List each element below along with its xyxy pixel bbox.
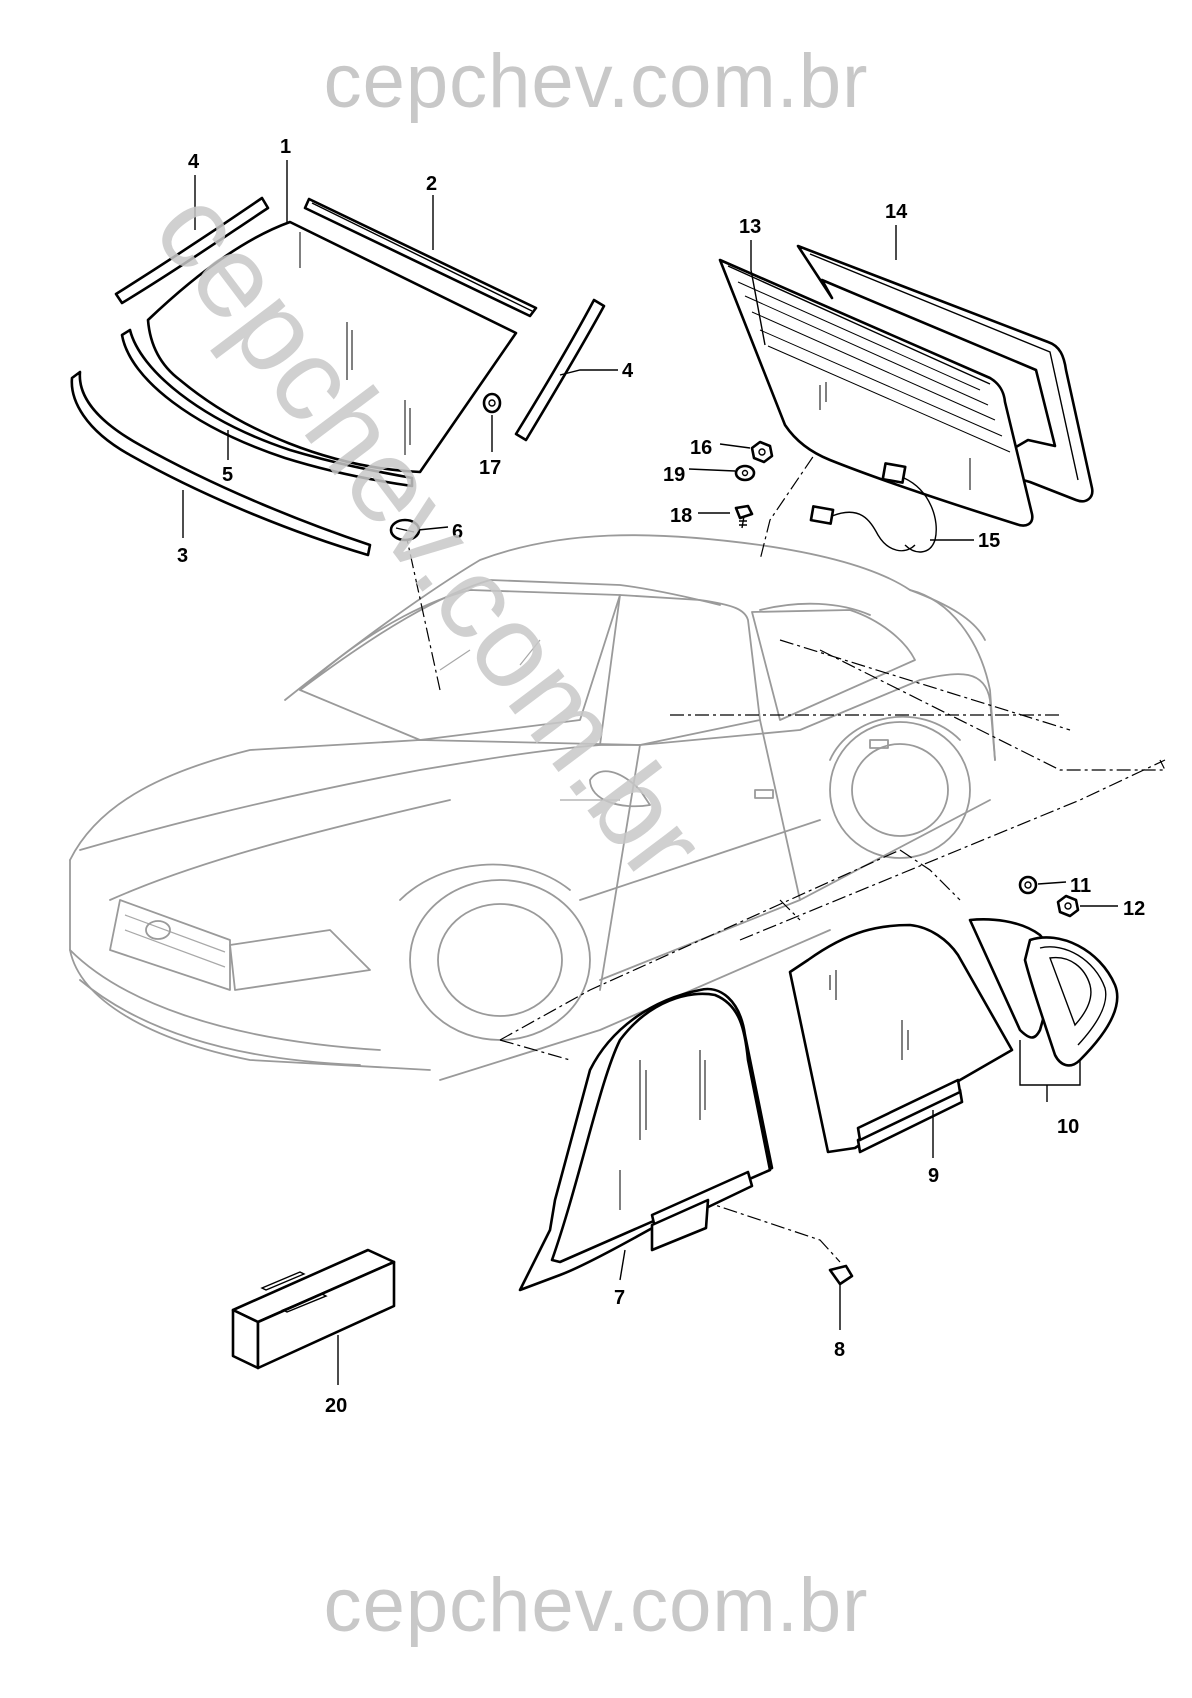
screw-18[interactable] <box>734 504 754 529</box>
callout-7: 7 <box>614 1287 625 1309</box>
windshield-side-molding-right[interactable] <box>514 298 606 442</box>
reference-lines <box>404 394 1166 1263</box>
clip-8[interactable] <box>828 1264 854 1286</box>
callout-labels: 1 2 4 4 5 3 6 17 13 14 15 16 19 18 11 12… <box>177 136 1145 1417</box>
leader-lines <box>182 160 1118 1385</box>
callout-6: 6 <box>452 521 463 543</box>
kit-box-20[interactable] <box>231 1248 396 1370</box>
windshield-lower-molding[interactable] <box>70 370 372 557</box>
callout-9: 9 <box>928 1165 939 1187</box>
rear-defog-harness[interactable] <box>809 462 937 553</box>
car-illustration <box>69 534 996 1081</box>
windshield-side-molding-left[interactable] <box>114 196 270 305</box>
windshield-upper-molding[interactable] <box>303 197 538 318</box>
callout-10: 10 <box>1057 1116 1079 1138</box>
front-door-glass[interactable] <box>518 987 774 1292</box>
callout-2: 2 <box>426 173 437 195</box>
callout-20: 20 <box>325 1395 347 1417</box>
nut-17[interactable] <box>482 392 502 414</box>
nut-12[interactable] <box>1056 894 1080 918</box>
rear-door-glass[interactable] <box>788 923 1014 1154</box>
callout-15: 15 <box>978 530 1000 552</box>
callout-8: 8 <box>834 1339 845 1361</box>
nut-16[interactable] <box>750 440 774 464</box>
watermark-bottom: cepchev.com.br <box>323 1563 869 1648</box>
callout-14: 14 <box>885 201 908 223</box>
callout-3: 3 <box>177 545 188 567</box>
rear-window-glass[interactable] <box>718 258 1034 527</box>
watermark-top: cepchev.com.br <box>323 39 869 124</box>
windshield-glass[interactable] <box>146 220 518 474</box>
callout-16: 16 <box>690 437 712 459</box>
callout-4-left: 4 <box>188 151 200 173</box>
nut-11[interactable] <box>1018 875 1038 895</box>
callout-4-right: 4 <box>622 360 634 382</box>
washer-19[interactable] <box>734 464 756 482</box>
quarter-glass[interactable] <box>968 918 1119 1067</box>
callout-13: 13 <box>739 216 761 238</box>
callout-12: 12 <box>1123 898 1145 920</box>
callout-1: 1 <box>280 136 291 158</box>
callout-11: 11 <box>1070 875 1091 897</box>
rear-window-seal[interactable] <box>796 244 1094 503</box>
callout-5: 5 <box>222 464 233 486</box>
callout-17: 17 <box>479 457 501 479</box>
windshield-seal[interactable] <box>120 328 414 488</box>
callout-18: 18 <box>670 505 692 527</box>
callout-19: 19 <box>663 464 685 486</box>
